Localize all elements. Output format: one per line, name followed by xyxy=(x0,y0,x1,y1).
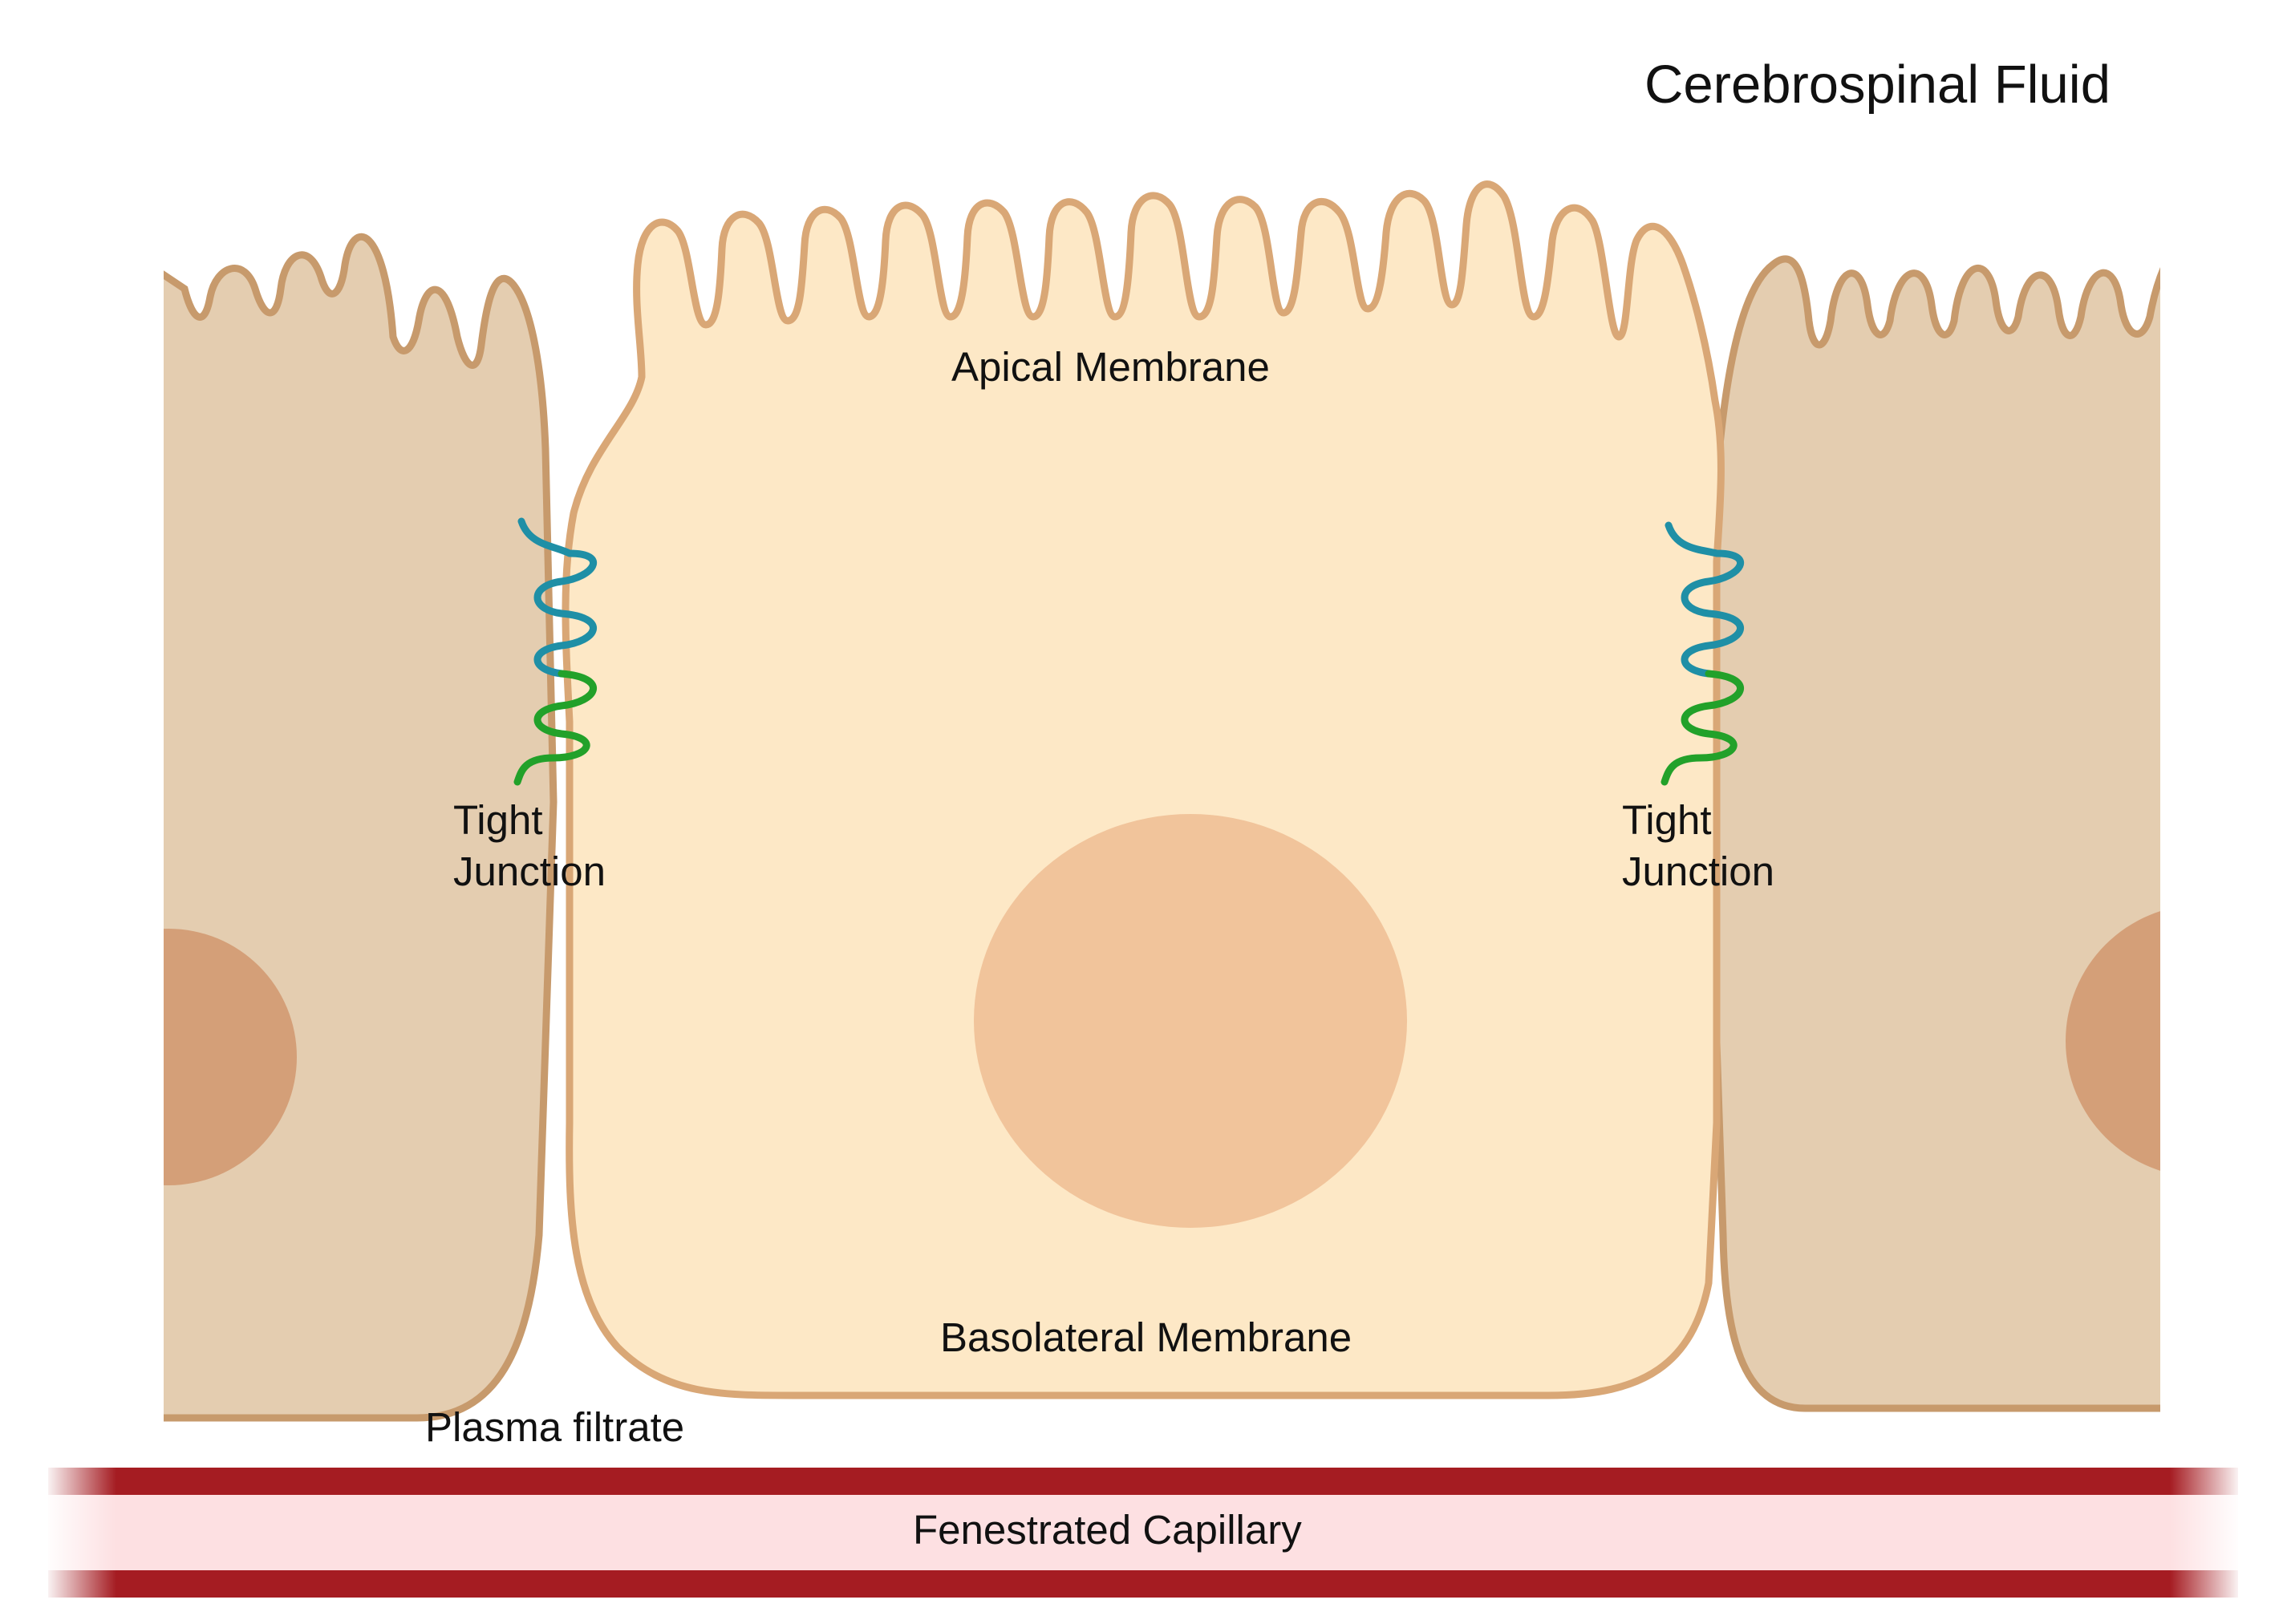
left-cell xyxy=(164,233,558,1422)
center-cell-nucleus xyxy=(974,814,1407,1228)
capillary-wall-top xyxy=(48,1468,2238,1495)
tight-junction-left-claudin-blue xyxy=(517,517,598,678)
label-plasma-filtrate: Plasma filtrate xyxy=(425,1404,684,1450)
tight-junction-right xyxy=(1661,521,1745,786)
center-cell xyxy=(562,180,1725,1399)
label-basolateral-membrane: Basolateral Membrane xyxy=(940,1314,1352,1360)
capillary-wall-bottom xyxy=(48,1570,2238,1598)
tight-junction-left xyxy=(513,517,598,786)
center-cell-body xyxy=(562,180,1725,1399)
label-tight-junction-right-line2: Junction xyxy=(1622,848,1774,894)
capillary-fade-left xyxy=(44,1460,116,1608)
label-tight-junction-right-line1: Tight xyxy=(1622,797,1712,843)
label-cerebrospinal-fluid: Cerebrospinal Fluid xyxy=(1644,55,2111,115)
label-tight-junction-left-line1: Tight xyxy=(453,797,543,843)
right-cell xyxy=(1705,255,2160,1412)
label-apical-membrane: Apical Membrane xyxy=(951,344,1270,390)
tight-junction-left-claudin-green xyxy=(513,670,597,786)
tight-junction-right-claudin-blue xyxy=(1665,521,1745,678)
capillary-fade-right xyxy=(2170,1460,2242,1608)
label-fenestrated-capillary: Fenestrated Capillary xyxy=(913,1507,1302,1553)
capillary-lumen xyxy=(48,1482,2238,1578)
tight-junction-right-claudin-green xyxy=(1661,670,1744,786)
label-tight-junction-left-line2: Junction xyxy=(453,848,606,894)
right-cell-nucleus xyxy=(2066,911,2160,1171)
left-cell-nucleus xyxy=(164,929,297,1185)
right-cell-body xyxy=(1705,255,2160,1412)
fenestrated-capillary xyxy=(44,1460,2242,1608)
